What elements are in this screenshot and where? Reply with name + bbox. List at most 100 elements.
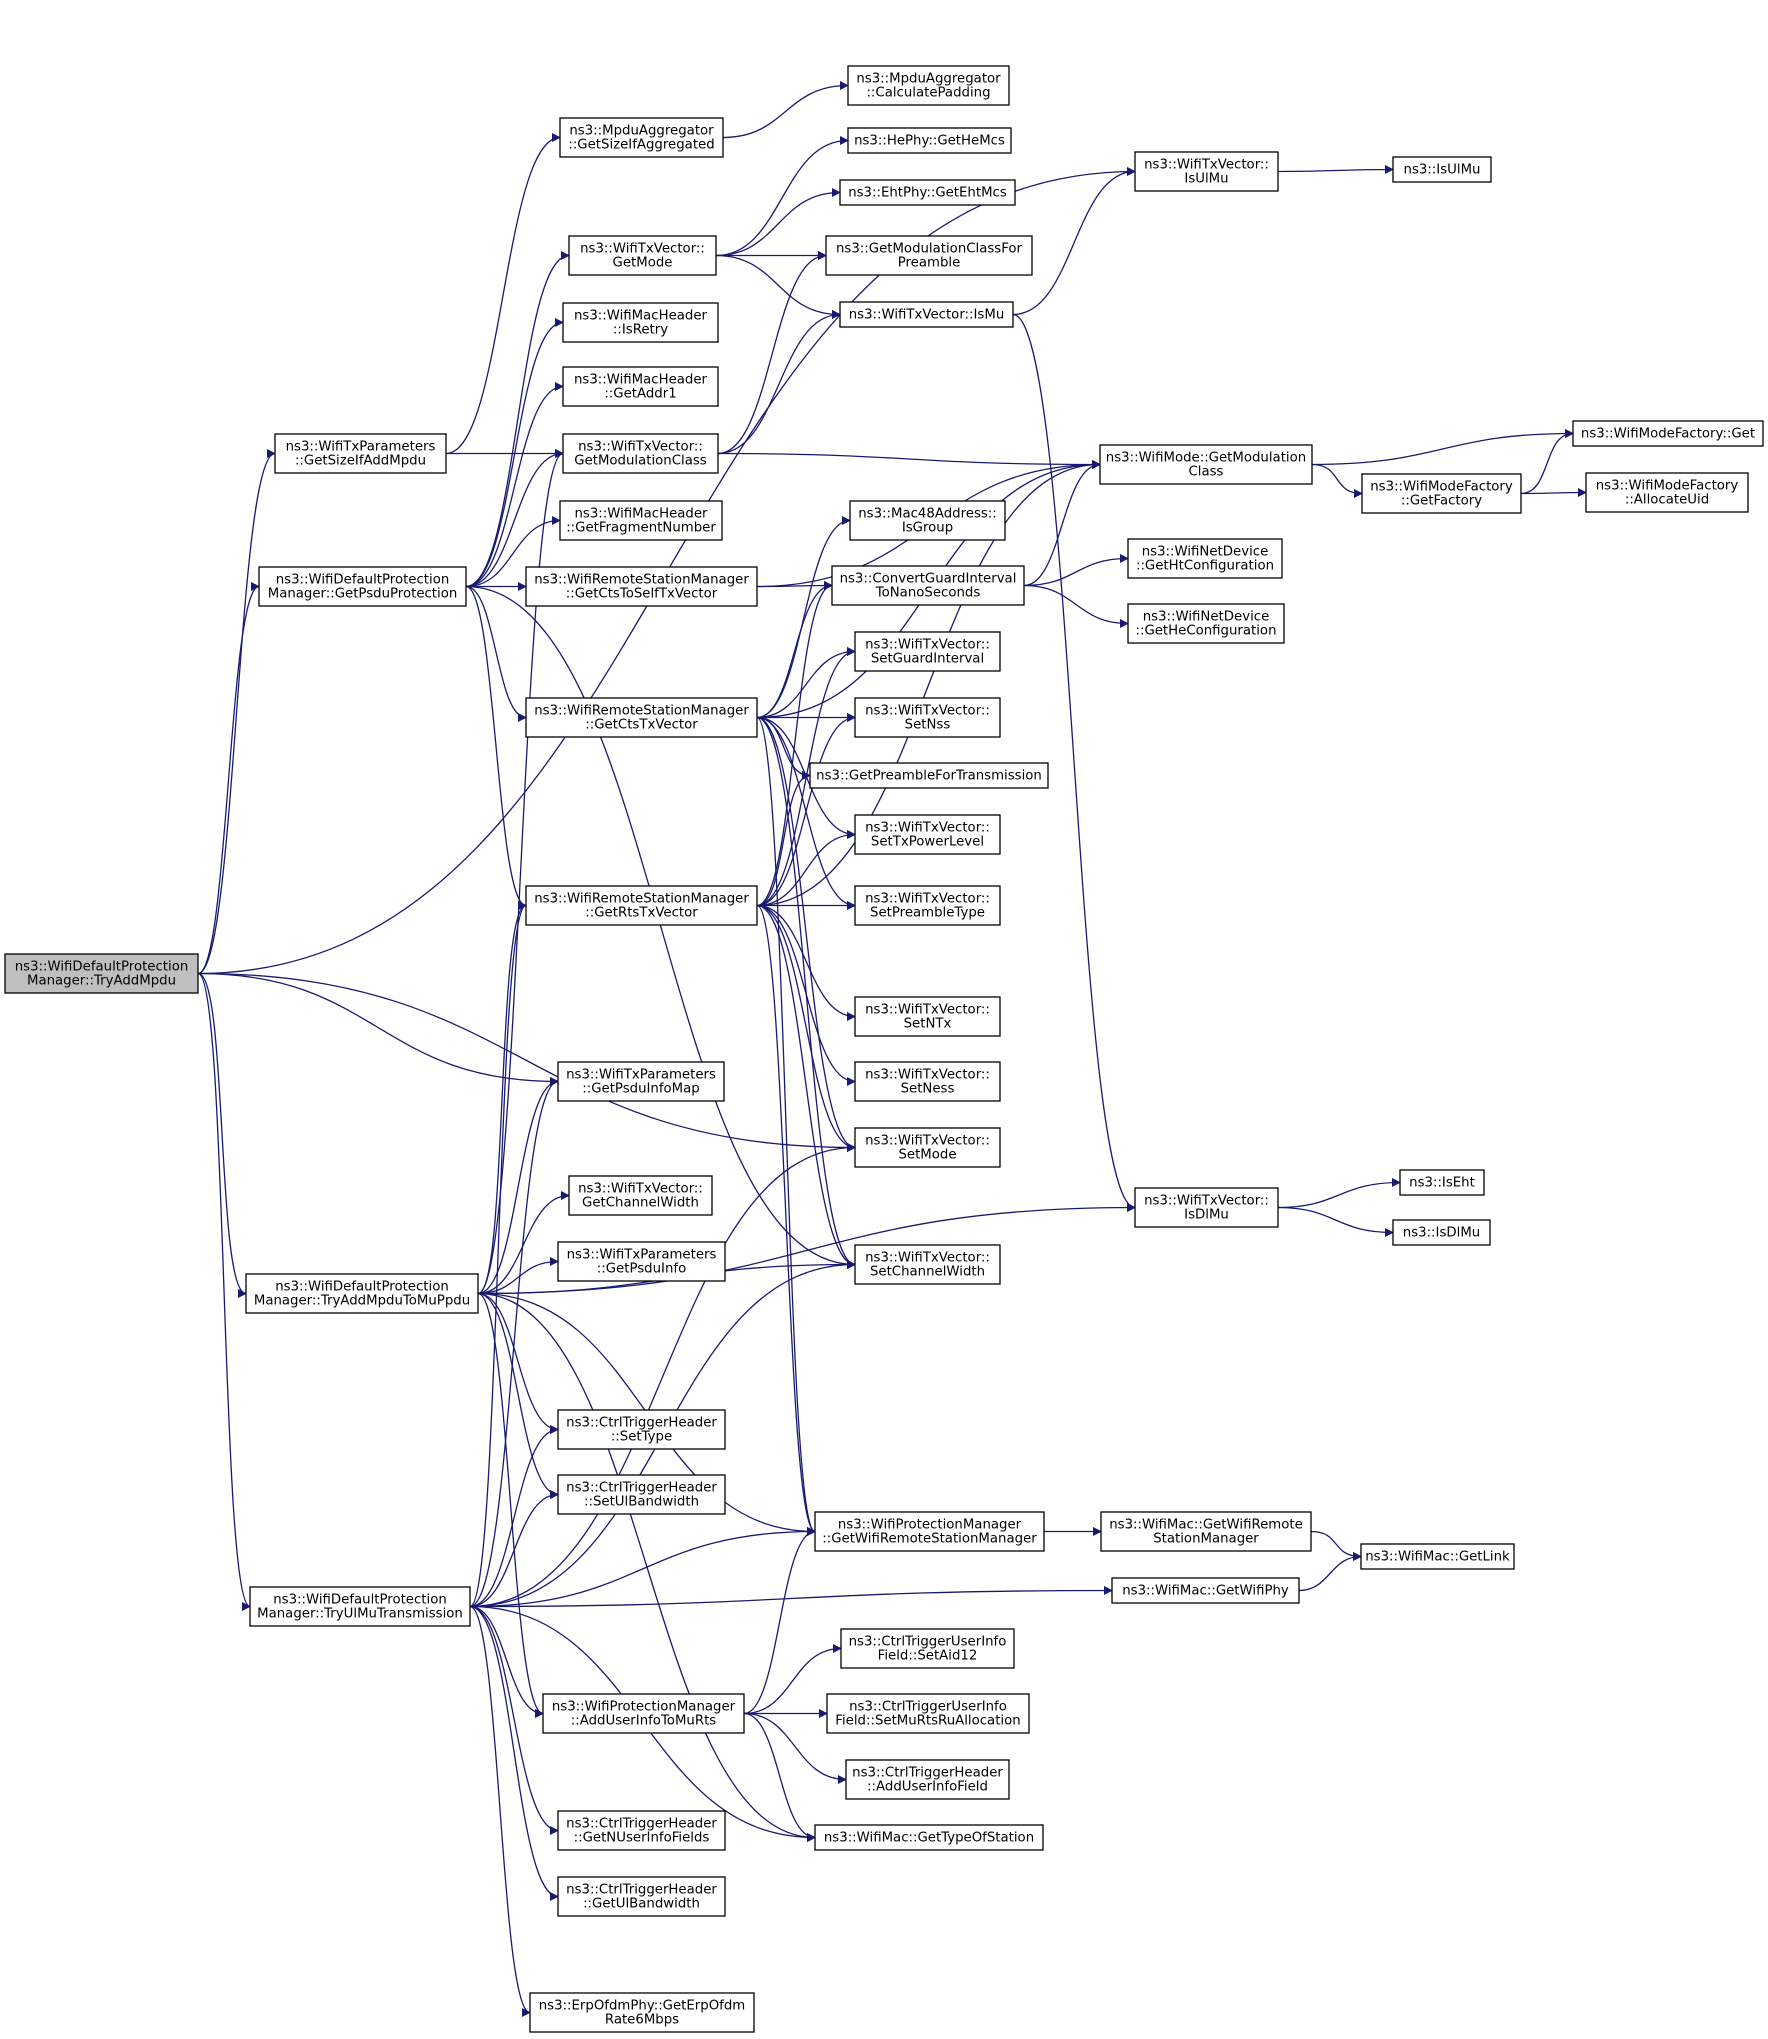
node-ns3-wifimodefactory-getfactory[interactable]: ns3::WifiModeFactory::GetFactory <box>1361 473 1522 514</box>
edge-n30-to-n22 <box>756 581 833 907</box>
node-ns3-wifitxparameters-getpsduinfo[interactable]: ns3::WifiTxParameters::GetPsduInfo <box>557 1241 726 1282</box>
edge-n30-to-n27 <box>756 713 856 907</box>
node-label: ns3::CtrlTriggerHeader <box>566 1883 717 1898</box>
node-ns3-isdlmu[interactable]: ns3::IsDlMu <box>1392 1219 1491 1246</box>
node-ns3-wifiprotectionmanager-adduserinfotomurts[interactable]: ns3::WifiProtectionManager::AddUserInfoT… <box>542 1693 745 1734</box>
edge-n51-to-n45 <box>743 1527 816 1715</box>
node-label: ::GetFactory <box>1401 494 1482 509</box>
node-ns3-wifimac-getwifiremote-stationmanager[interactable]: ns3::WifiMac::GetWifiRemoteStationManage… <box>1100 1511 1312 1552</box>
node-ns3-wifitxparameters-getsizeifaddmpdu[interactable]: ns3::WifiTxParameters::GetSizeIfAddMpdu <box>274 433 447 474</box>
node-ns3-ctrltriggerheader-setulbandwidth[interactable]: ns3::CtrlTriggerHeader::SetUlBandwidth <box>557 1474 726 1515</box>
node-ns3-wifimac-getlink[interactable]: ns3::WifiMac::GetLink <box>1360 1543 1515 1570</box>
node-box <box>831 565 1025 606</box>
node-box <box>847 65 1010 106</box>
node-label: Rate6Mbps <box>605 2013 679 2028</box>
node-ns3-wifinetdevice-gethtconfiguration[interactable]: ns3::WifiNetDevice::GetHtConfiguration <box>1127 538 1283 579</box>
node-ns3-wifitxparameters-getpsduinfomap[interactable]: ns3::WifiTxParameters::GetPsduInfoMap <box>557 1061 725 1102</box>
node-ns3-wifimacheader-getfragmentnumber[interactable]: ns3::WifiMacHeader::GetFragmentNumber <box>559 500 723 541</box>
edge-n20-to-n18 <box>465 516 561 588</box>
node-ns3-wifimacheader-isretry[interactable]: ns3::WifiMacHeader::IsRetry <box>562 302 719 343</box>
call-arrow <box>715 188 841 257</box>
node-ns3-wifimodefactory-allocateuid[interactable]: ns3::WifiModeFactory::AllocateUid <box>1585 472 1749 513</box>
node-ns3-ehtphy-getehtmcs[interactable]: ns3::EhtPhy::GetEhtMcs <box>839 179 1016 206</box>
node-ns3-wifimac-gettypeofstation[interactable]: ns3::WifiMac::GetTypeOfStation <box>814 1824 1044 1851</box>
node-label: ns3::WifiMacHeader <box>574 373 708 388</box>
node-ns3-ctrltriggerheader-getulbandwidth[interactable]: ns3::CtrlTriggerHeader::GetUlBandwidth <box>557 1876 726 1917</box>
edge-n21-to-n22 <box>756 581 833 591</box>
call-arrow <box>197 449 276 975</box>
node-label: ns3::MpduAggregator <box>856 72 1001 87</box>
node-ns3-wifitxvector-setntx[interactable]: ns3::WifiTxVector::SetNTx <box>854 996 1001 1037</box>
node-ns3-wifitxvector-getmode[interactable]: ns3::WifiTxVector::GetMode <box>568 235 717 276</box>
node-ns3-wifiremotestationmanager-getrtstxvector[interactable]: ns3::WifiRemoteStationManager::GetRtsTxV… <box>525 885 758 926</box>
node-label: IsGroup <box>902 521 953 536</box>
node-ns3-wifitxvector-isdlmu[interactable]: ns3::WifiTxVector::IsDlMu <box>1134 1187 1279 1228</box>
node-ns3-ctrltriggerheader-adduserinfofield[interactable]: ns3::CtrlTriggerHeader::AddUserInfoField <box>845 1759 1010 1800</box>
call-arrow <box>465 585 527 722</box>
node-box <box>4 953 199 994</box>
node-ns3-wifidefaultprotection-manager-tryaddmpdutomuppdu[interactable]: ns3::WifiDefaultProtectionManager::TryAd… <box>245 1273 479 1314</box>
node-ns3-wifitxvector-ismu[interactable]: ns3::WifiTxVector::IsMu <box>839 301 1014 328</box>
edge-n40-to-n13 <box>477 449 564 1295</box>
node-ns3-wifimodefactory-get[interactable]: ns3::WifiModeFactory::Get <box>1572 420 1764 447</box>
node-ns3-wifidefaultprotection-manager-tryulmutransmission[interactable]: ns3::WifiDefaultProtectionManager::TryUl… <box>249 1586 471 1627</box>
node-label: ns3::WifiDefaultProtection <box>273 1593 447 1608</box>
node-ns3-wifitxvector-setmode[interactable]: ns3::WifiTxVector::SetMode <box>854 1127 1001 1168</box>
node-label: ns3::GetPreambleForTransmission <box>816 769 1042 784</box>
node-label: StationManager <box>1153 1532 1259 1547</box>
call-arrow <box>465 585 527 910</box>
call-arrow <box>756 713 856 907</box>
node-ns3-wifinetdevice-getheconfiguration[interactable]: ns3::WifiNetDevice::GetHeConfiguration <box>1127 603 1285 644</box>
node-ns3-wifitxvector-setness[interactable]: ns3::WifiTxVector::SetNess <box>854 1061 1001 1102</box>
node-ns3-wifidefaultprotection-manager-tryaddmpdu[interactable]: ns3::WifiDefaultProtectionManager::TryAd… <box>4 953 199 994</box>
call-arrow <box>756 904 816 1536</box>
node-ns3-wifimode-getmodulation-class[interactable]: ns3::WifiMode::GetModulationClass <box>1099 444 1313 485</box>
node-ns3-wifitxvector-setchannelwidth[interactable]: ns3::WifiTxVector::SetChannelWidth <box>854 1244 1001 1285</box>
node-ns3-getpreamblefortransmission[interactable]: ns3::GetPreambleForTransmission <box>809 762 1049 789</box>
node-box <box>839 301 1014 328</box>
node-ns3-iseht[interactable]: ns3::IsEht <box>1399 1169 1485 1196</box>
edge-n20-to-n30 <box>465 585 527 910</box>
node-ns3-hephy-gethemcs[interactable]: ns3::HePhy::GetHeMcs <box>847 127 1012 154</box>
node-ns3-wifimacheader-getaddr1[interactable]: ns3::WifiMacHeader::GetAddr1 <box>562 366 719 407</box>
call-arrow <box>469 1605 531 2017</box>
node-ns3-wifitxvector-setnss[interactable]: ns3::WifiTxVector::SetNss <box>854 697 1001 738</box>
node-box <box>1100 1511 1312 1552</box>
edge-n48-to-n54 <box>469 1605 559 1835</box>
node-ns3-mpduaggregator-calculatepadding[interactable]: ns3::MpduAggregator::CalculatePadding <box>847 65 1010 106</box>
node-ns3-wifitxvector-getchannelwidth[interactable]: ns3::WifiTxVector::GetChannelWidth <box>568 1175 713 1216</box>
node-box <box>562 433 719 474</box>
node-ns3-isulmu[interactable]: ns3::IsUlMu <box>1392 156 1492 183</box>
edge-n49-to-n47 <box>1298 1552 1362 1592</box>
node-ns3-mac48address-isgroup[interactable]: ns3::Mac48Address::IsGroup <box>849 500 1006 541</box>
node-ns3-mpduaggregator-getsizeifaggregated[interactable]: ns3::MpduAggregator::GetSizeIfAggregated <box>559 117 724 158</box>
node-ns3-wifitxvector-isulmu[interactable]: ns3::WifiTxVector::IsUlMu <box>1134 151 1279 192</box>
node-ns3-wifimac-getwifiphy[interactable]: ns3::WifiMac::GetWifiPhy <box>1111 1577 1300 1604</box>
node-box <box>854 1244 1001 1285</box>
edge-n48-to-n30 <box>469 901 527 1608</box>
edge-n48-to-n35 <box>469 1143 856 1608</box>
edge-n48-to-n49 <box>469 1586 1113 1608</box>
node-ns3-wifidefaultprotection-manager-getpsduprotection[interactable]: ns3::WifiDefaultProtectionManager::GetPs… <box>258 566 467 607</box>
node-ns3-wifiremotestationmanager-getctstoselftxvector[interactable]: ns3::WifiRemoteStationManager::GetCtsToS… <box>525 566 758 607</box>
node-ns3-wifitxvector-settxpowerlevel[interactable]: ns3::WifiTxVector::SetTxPowerLevel <box>854 814 1001 855</box>
node-ns3-ctrltriggeruserinfo-field-setmurtsruallocation[interactable]: ns3::CtrlTriggerUserInfoField::SetMuRtsR… <box>826 1693 1030 1734</box>
node-label: ::AllocateUid <box>1625 493 1709 508</box>
edge-n8-to-n6 <box>715 136 849 257</box>
node-ns3-wifitxvector-getmodulationclass[interactable]: ns3::WifiTxVector::GetModulationClass <box>562 433 719 474</box>
node-ns3-ctrltriggerheader-settype[interactable]: ns3::CtrlTriggerHeader::SetType <box>557 1409 726 1450</box>
node-label: SetMode <box>898 1148 956 1163</box>
node-ns3-wifitxvector-setpreambletype[interactable]: ns3::WifiTxVector::SetPreambleType <box>854 885 1001 926</box>
node-ns3-ctrltriggerheader-getnuserinfofields[interactable]: ns3::CtrlTriggerHeader::GetNUserInfoFiel… <box>557 1810 726 1851</box>
node-ns3-wifiremotestationmanager-getctstxvector[interactable]: ns3::WifiRemoteStationManager::GetCtsTxV… <box>525 697 758 738</box>
call-arrow <box>469 1605 544 1718</box>
call-arrow <box>1520 429 1574 495</box>
node-label: Class <box>1189 465 1224 480</box>
node-ns3-wifiprotectionmanager-getwifiremotestationmanager[interactable]: ns3::WifiProtectionManager::GetWifiRemot… <box>814 1511 1045 1552</box>
node-label: Manager::TryUlMuTransmission <box>257 1607 463 1622</box>
node-ns3-wifitxvector-setguardinterval[interactable]: ns3::WifiTxVector::SetGuardInterval <box>854 631 1001 672</box>
